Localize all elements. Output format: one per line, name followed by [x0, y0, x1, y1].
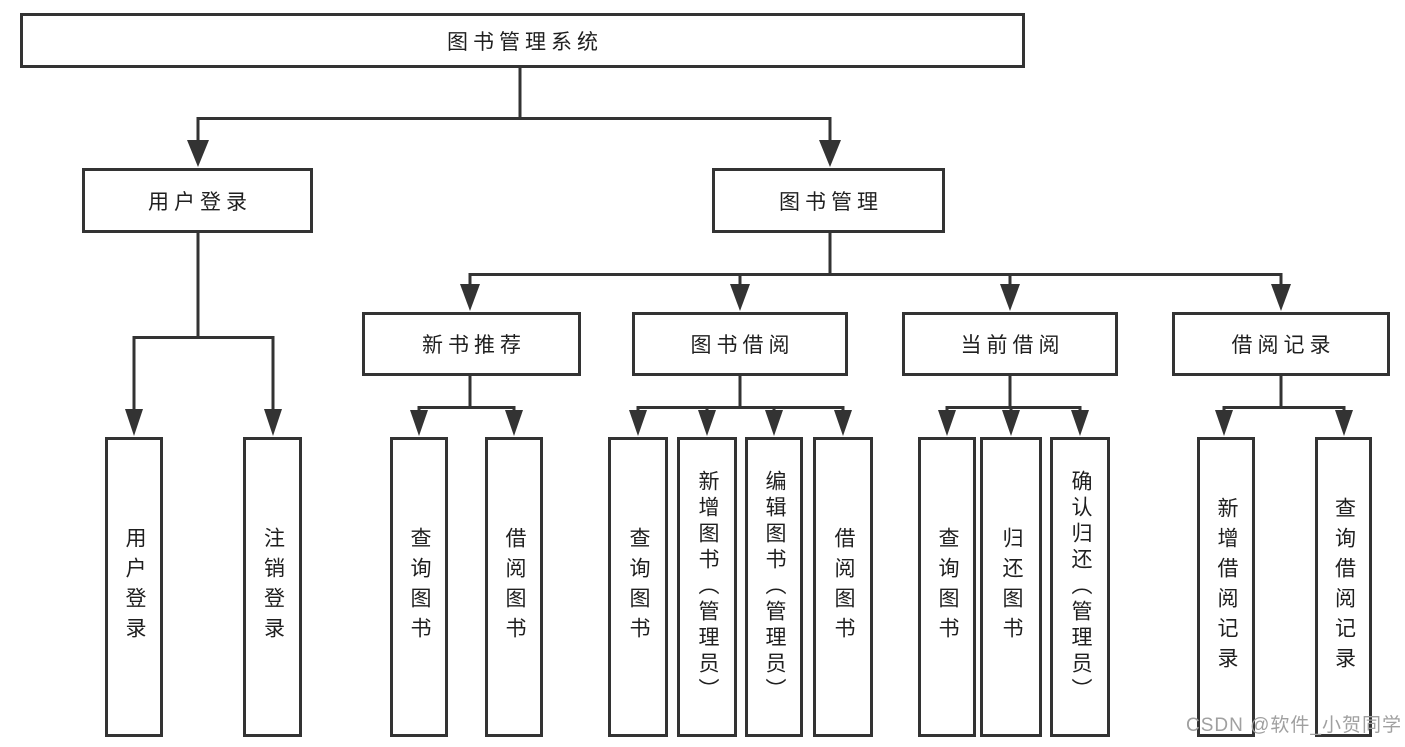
- leaf-label: 查询图书: [627, 527, 650, 647]
- leaf-label: 归还图书: [1000, 527, 1023, 647]
- node-book-management: 图书管理: [712, 168, 945, 233]
- leaf-confirm-return-admin: 确认归还（管理员）: [1050, 437, 1110, 737]
- node-label: 图书管理系统: [447, 30, 603, 54]
- node-label: 图书管理: [779, 190, 883, 214]
- leaf-logout-login: 注销登录: [243, 437, 302, 737]
- leaf-borrow-books-borrow: 借阅图书: [813, 437, 873, 737]
- leaf-return-books: 归还图书: [980, 437, 1042, 737]
- leaf-query-books-newrec: 查询图书: [390, 437, 448, 737]
- node-label: 借阅记录: [1231, 334, 1336, 357]
- leaf-label: 查询借阅记录: [1332, 497, 1356, 677]
- leaf-label: 查询图书: [408, 527, 431, 647]
- leaf-query-books-borrow: 查询图书: [608, 437, 668, 737]
- node-book-borrowing: 图书借阅: [632, 312, 848, 376]
- leaf-borrow-books-newrec: 借阅图书: [485, 437, 543, 737]
- node-new-book-recommendation: 新书推荐: [362, 312, 581, 376]
- node-label: 当前借阅: [960, 334, 1065, 357]
- leaf-label: 用户登录: [123, 527, 146, 647]
- leaf-label: 注销登录: [261, 527, 285, 647]
- leaf-query-borrow-record: 查询借阅记录: [1315, 437, 1372, 737]
- node-label: 用户登录: [148, 190, 252, 214]
- leaf-add-borrow-record: 新增借阅记录: [1197, 437, 1255, 737]
- node-user-login: 用户登录: [82, 168, 313, 233]
- csdn-watermark: CSDN @软件_小贺同学: [1186, 715, 1402, 736]
- leaf-label: 借阅图书: [832, 527, 855, 647]
- leaf-label: 查询图书: [936, 527, 959, 647]
- leaf-label: 确认归还（管理员）: [1069, 470, 1092, 704]
- node-label: 图书借阅: [690, 334, 795, 357]
- leaf-add-books-admin: 新增图书（管理员）: [677, 437, 737, 737]
- node-label: 新书推荐: [422, 334, 526, 357]
- leaf-label: 新增借阅记录: [1215, 497, 1238, 677]
- leaf-label: 编辑图书（管理员）: [763, 470, 786, 704]
- node-library-management-system: 图书管理系统: [20, 13, 1025, 68]
- leaf-user-login: 用户登录: [105, 437, 163, 737]
- leaf-label: 借阅图书: [503, 527, 526, 647]
- node-borrowing-records: 借阅记录: [1172, 312, 1390, 376]
- node-current-borrowing: 当前借阅: [902, 312, 1118, 376]
- leaf-label: 新增图书（管理员）: [696, 470, 719, 704]
- leaf-query-books-current: 查询图书: [918, 437, 976, 737]
- leaf-edit-books-admin: 编辑图书（管理员）: [745, 437, 803, 737]
